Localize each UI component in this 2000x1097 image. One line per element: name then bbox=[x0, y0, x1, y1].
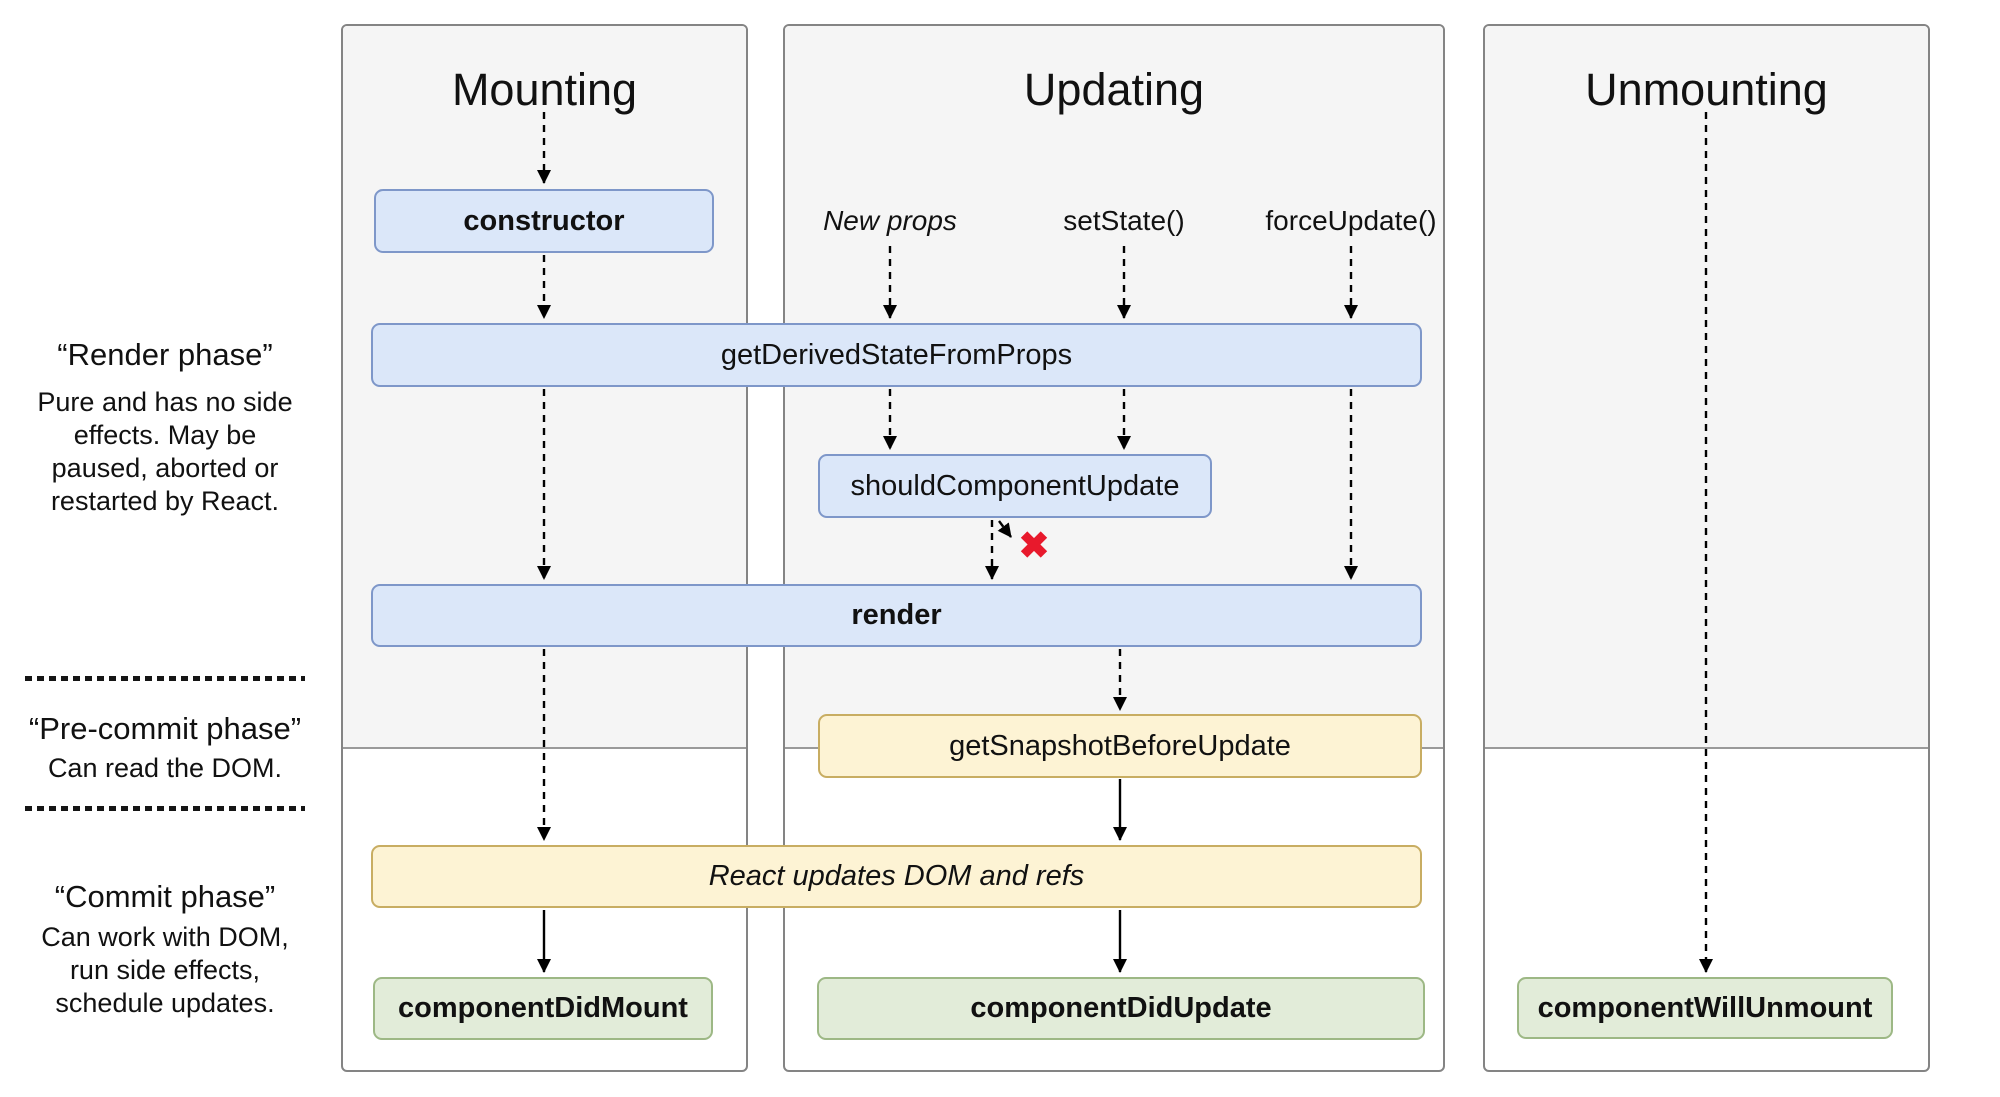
mounting-title: Mounting bbox=[451, 64, 638, 115]
trigger-new-props: New props bbox=[823, 205, 957, 236]
pre-commit-phase-title: “Pre-commit phase” bbox=[28, 711, 302, 746]
mounting-panel: Mounting bbox=[341, 24, 748, 1072]
node-component-did-mount[interactable]: componentDidMount bbox=[373, 977, 713, 1040]
updating-panel: Updating bbox=[783, 24, 1445, 1072]
node-react-updates-dom: React updates DOM and refs bbox=[371, 845, 1422, 908]
commit-phase-title: “Commit phase” bbox=[54, 879, 276, 914]
unmounting-render-phase-area bbox=[1485, 26, 1928, 749]
node-constructor[interactable]: constructor bbox=[374, 189, 714, 253]
skip-update-x-icon: ✖ bbox=[1018, 525, 1050, 566]
node-render[interactable]: render bbox=[371, 584, 1422, 647]
trigger-force-update[interactable]: forceUpdate() bbox=[1265, 205, 1437, 236]
unmounting-title: Unmounting bbox=[1585, 64, 1828, 115]
commit-phase-description: Can work with DOM, run side effects, sch… bbox=[41, 922, 289, 1018]
phase-divider-bottom bbox=[25, 806, 305, 811]
phase-divider-top bbox=[25, 676, 305, 681]
node-should-component-update[interactable]: shouldComponentUpdate bbox=[818, 454, 1212, 518]
trigger-set-state[interactable]: setState() bbox=[1063, 205, 1185, 236]
unmounting-panel: Unmounting bbox=[1483, 24, 1930, 1072]
node-get-snapshot-before-update[interactable]: getSnapshotBeforeUpdate bbox=[818, 714, 1422, 778]
node-get-derived-state-from-props[interactable]: getDerivedStateFromProps bbox=[371, 323, 1422, 387]
pre-commit-phase-description: Can read the DOM. bbox=[47, 753, 283, 783]
render-phase-title: “Render phase” bbox=[57, 337, 273, 372]
render-phase-description: Pure and has no side effects. May be pau… bbox=[37, 387, 293, 516]
updating-title: Updating bbox=[1023, 64, 1205, 115]
node-component-will-unmount[interactable]: componentWillUnmount bbox=[1517, 977, 1893, 1039]
node-component-did-update[interactable]: componentDidUpdate bbox=[817, 977, 1425, 1040]
